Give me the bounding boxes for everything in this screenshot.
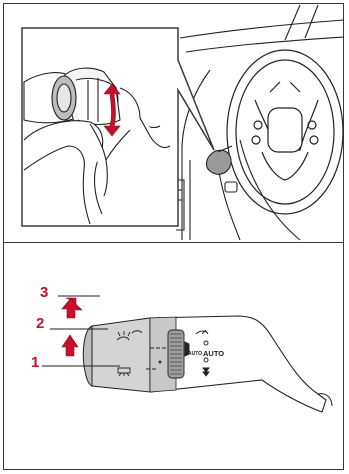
step-number-3: 3	[40, 285, 48, 300]
step-number-1: 1	[31, 355, 39, 370]
steering-wheel	[227, 50, 343, 214]
top-illustration	[0, 0, 349, 242]
dial-auto-label: AUTO	[188, 352, 202, 357]
step-number-2: 2	[36, 316, 44, 331]
figure-divider	[3, 242, 344, 243]
switch-auto-label: AUTO	[203, 350, 224, 358]
